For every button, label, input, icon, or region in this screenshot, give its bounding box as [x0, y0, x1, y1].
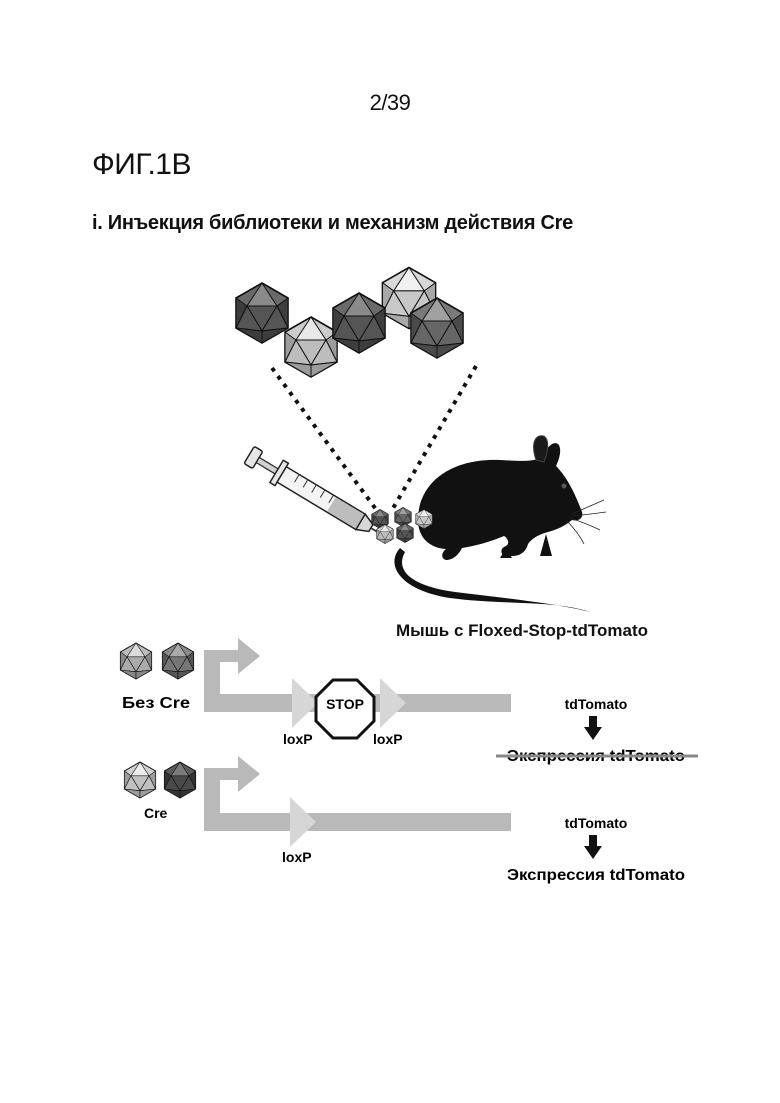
- down-arrow-icon: [584, 716, 602, 740]
- capsid-icon: [236, 283, 288, 343]
- loxp-label: loxP: [282, 849, 312, 865]
- loxp-site: [380, 678, 406, 728]
- condition-label: Без Cre: [122, 695, 190, 712]
- capsid-cluster: [236, 267, 463, 377]
- capsid-icon: [395, 507, 412, 526]
- capsid-icon: [120, 643, 151, 679]
- stop-label: STOP: [326, 696, 364, 712]
- capsid-icon: [164, 762, 195, 798]
- injection-capsids: [372, 507, 433, 543]
- syringe-icon: [242, 444, 398, 552]
- loxp-label: loxP: [373, 731, 403, 747]
- capsid-icon: [397, 523, 414, 542]
- row-with-cre: Cre loxP tdTomato Экспрессия tdTomato: [124, 756, 685, 884]
- expression-label: Экспрессия tdTomato: [507, 867, 685, 884]
- mouse-caption: Мышь с Floxed-Stop-tdTomato: [396, 621, 648, 640]
- down-arrow-icon: [584, 835, 602, 859]
- loxp-label: loxP: [283, 731, 313, 747]
- capsid-icon: [285, 317, 337, 377]
- row-without-cre: Без Cre STOP loxP loxP tdTomato Экспресс…: [120, 638, 698, 765]
- loxp-site: [290, 797, 316, 847]
- dna-strand: [204, 813, 511, 831]
- loxp-site: [292, 678, 318, 728]
- gene-label: tdTomato: [565, 696, 628, 712]
- capsid-icon: [124, 762, 155, 798]
- capsid-icon: [162, 643, 193, 679]
- condition-label: Cre: [144, 805, 168, 821]
- gene-label: tdTomato: [565, 815, 628, 831]
- capsid-icon: [333, 293, 385, 353]
- stop-sign-icon: STOP: [316, 680, 374, 738]
